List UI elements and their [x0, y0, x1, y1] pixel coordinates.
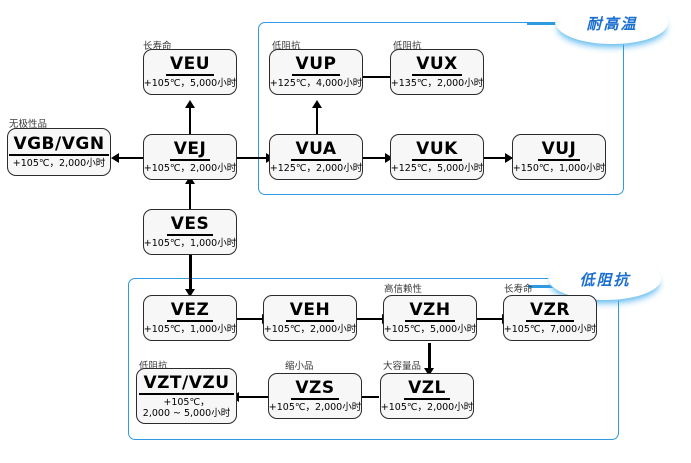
node-vgb-vgn-code: VGB/VGN — [9, 135, 109, 156]
node-vup[interactable]: VUP +125℃，4,000小时 — [269, 49, 363, 95]
node-vup-spec: +125℃，4,000小时 — [269, 78, 363, 89]
node-vuk-spec: +125℃，5,000小时 — [390, 163, 484, 174]
arrow-vuk-to-vuj-head — [505, 153, 513, 163]
node-vuk[interactable]: VUK +125℃，5,000小时 — [390, 134, 484, 180]
node-vej[interactable]: VEJ +105℃，2,000小时 — [143, 134, 237, 180]
caption-non-polar: 无极性品 — [9, 119, 48, 130]
caption-low-imp-vux: 低阻抗 — [393, 41, 422, 52]
arrow-vej-to-vgbvgn-line — [118, 157, 146, 159]
node-vez[interactable]: VEZ +105℃，1,000小时 — [143, 295, 237, 341]
arrow-vzl-to-vzs-line — [347, 396, 379, 398]
node-vez-spec: +105℃，1,000小时 — [143, 324, 237, 335]
badge-high-temp-label: 耐高温 — [586, 14, 638, 33]
group-high-temp — [258, 22, 624, 195]
arrow-ves-to-vez-line — [189, 255, 192, 292]
node-ves[interactable]: VES +105℃，1,000小时 — [143, 209, 237, 255]
badge-high-temp: 耐高温 — [556, 2, 668, 44]
node-ves-code: VES — [166, 215, 214, 236]
node-vzl[interactable]: VZL +105℃，2,000小时 — [380, 373, 474, 419]
node-vzs-spec: +105℃，2,000小时 — [268, 402, 362, 413]
node-vzh-code: VZH — [405, 301, 455, 322]
node-vzl-code: VZL — [404, 379, 450, 400]
node-vux[interactable]: VUX +135℃，2,000小时 — [390, 49, 484, 95]
node-veh-code: VEH — [285, 301, 335, 322]
node-vuk-code: VUK — [412, 140, 462, 161]
arrow-vej-to-veu-line — [189, 106, 191, 136]
node-vej-code: VEJ — [169, 140, 211, 161]
arrow-vzh-to-vzr-line — [476, 318, 508, 320]
arrow-ves-to-vez-head — [185, 289, 195, 297]
arrow-vzh-to-vzl-line — [428, 343, 431, 372]
node-veu-code: VEU — [165, 55, 215, 76]
arrow-vzs-to-vztvzu-line — [237, 396, 269, 398]
caption-long-life-vzr: 长寿命 — [504, 284, 533, 295]
arrow-vej-to-vua-line — [236, 157, 268, 159]
caption-low-imp-vup: 低阻抗 — [272, 41, 301, 52]
arrow-veh-to-vzh-line — [356, 318, 388, 320]
node-vuj[interactable]: VUJ +150℃，1,000小时 — [512, 134, 606, 180]
caption-long-life-veu: 长寿命 — [143, 41, 172, 52]
node-vej-spec: +105℃，2,000小时 — [143, 163, 237, 174]
arrow-vej-to-vgbvgn-head — [111, 153, 119, 163]
arrow-vua-to-vup-line — [316, 106, 318, 136]
arrow-vup-to-vux-line — [362, 76, 394, 78]
node-vzt-vzu-code: VZT/VZU — [139, 374, 234, 395]
caption-miniature: 缩小品 — [285, 361, 314, 372]
node-vgb-vgn-spec: +105℃，2,000小时 — [12, 158, 106, 169]
arrow-vua-to-vup-head — [312, 100, 322, 108]
node-veh[interactable]: VEH +105℃，2,000小时 — [263, 295, 357, 341]
arrow-vua-to-vuk-head — [385, 153, 393, 163]
arrow-vez-to-veh-line — [236, 318, 268, 320]
node-vzs-code: VZS — [291, 379, 339, 400]
node-vzs[interactable]: VZS +105℃，2,000小时 — [268, 373, 362, 419]
node-vux-spec: +135℃，2,000小时 — [390, 78, 484, 89]
node-vez-code: VEZ — [166, 301, 214, 322]
arrow-ves-to-vej-line — [189, 182, 191, 210]
node-vua-code: VUA — [291, 140, 341, 161]
node-vzt-vzu[interactable]: VZT/VZU +105℃， 2,000 ~ 5,000小时 — [136, 368, 237, 424]
caption-high-reliability: 高信赖性 — [384, 284, 423, 295]
badge-low-impedance: 低阻抗 — [549, 258, 661, 300]
arrow-vzh-to-vzl-head — [424, 368, 434, 376]
node-ves-spec: +105℃，1,000小时 — [143, 238, 237, 249]
node-vzh-spec: +105℃，5,000小时 — [383, 324, 477, 335]
node-vzr-code: VZR — [525, 301, 575, 322]
node-vux-code: VUX — [412, 55, 462, 76]
node-vup-code: VUP — [291, 55, 341, 76]
node-vzh[interactable]: VZH +105℃，5,000小时 — [383, 295, 477, 341]
badge-low-impedance-label: 低阻抗 — [579, 270, 631, 289]
caption-low-imp-vzt: 低阻抗 — [139, 361, 168, 372]
node-vzt-vzu-spec-line1: +105℃， — [163, 396, 210, 408]
caption-large-capacity: 大容量品 — [383, 361, 422, 372]
node-vzl-spec: +105℃，2,000小时 — [380, 402, 474, 413]
group-low-impedance — [128, 278, 619, 440]
arrow-ves-to-vej-head — [185, 176, 195, 184]
node-vua[interactable]: VUA +125℃，2,000小时 — [269, 134, 363, 180]
node-veu-spec: +105℃，5,000小时 — [143, 78, 237, 89]
node-vzt-vzu-spec-line2: 2,000 ~ 5,000小时 — [142, 407, 231, 419]
node-veu[interactable]: VEU +105℃，5,000小时 — [143, 49, 237, 95]
node-vzr-spec: +105℃，7,000小时 — [503, 324, 597, 335]
arrow-vej-to-veu-head — [185, 100, 195, 108]
arrow-vuk-to-vuj-line — [482, 157, 514, 159]
node-vgb-vgn[interactable]: VGB/VGN +105℃，2,000小时 — [7, 128, 111, 176]
node-vuj-code: VUJ — [537, 140, 581, 161]
node-vua-spec: +125℃，2,000小时 — [269, 163, 363, 174]
arrow-vua-to-vuk-line — [362, 157, 394, 159]
node-vzr[interactable]: VZR +105℃，7,000小时 — [503, 295, 597, 341]
node-veh-spec: +105℃，2,000小时 — [263, 324, 357, 335]
node-vuj-spec: +150℃，1,000小时 — [512, 163, 606, 174]
